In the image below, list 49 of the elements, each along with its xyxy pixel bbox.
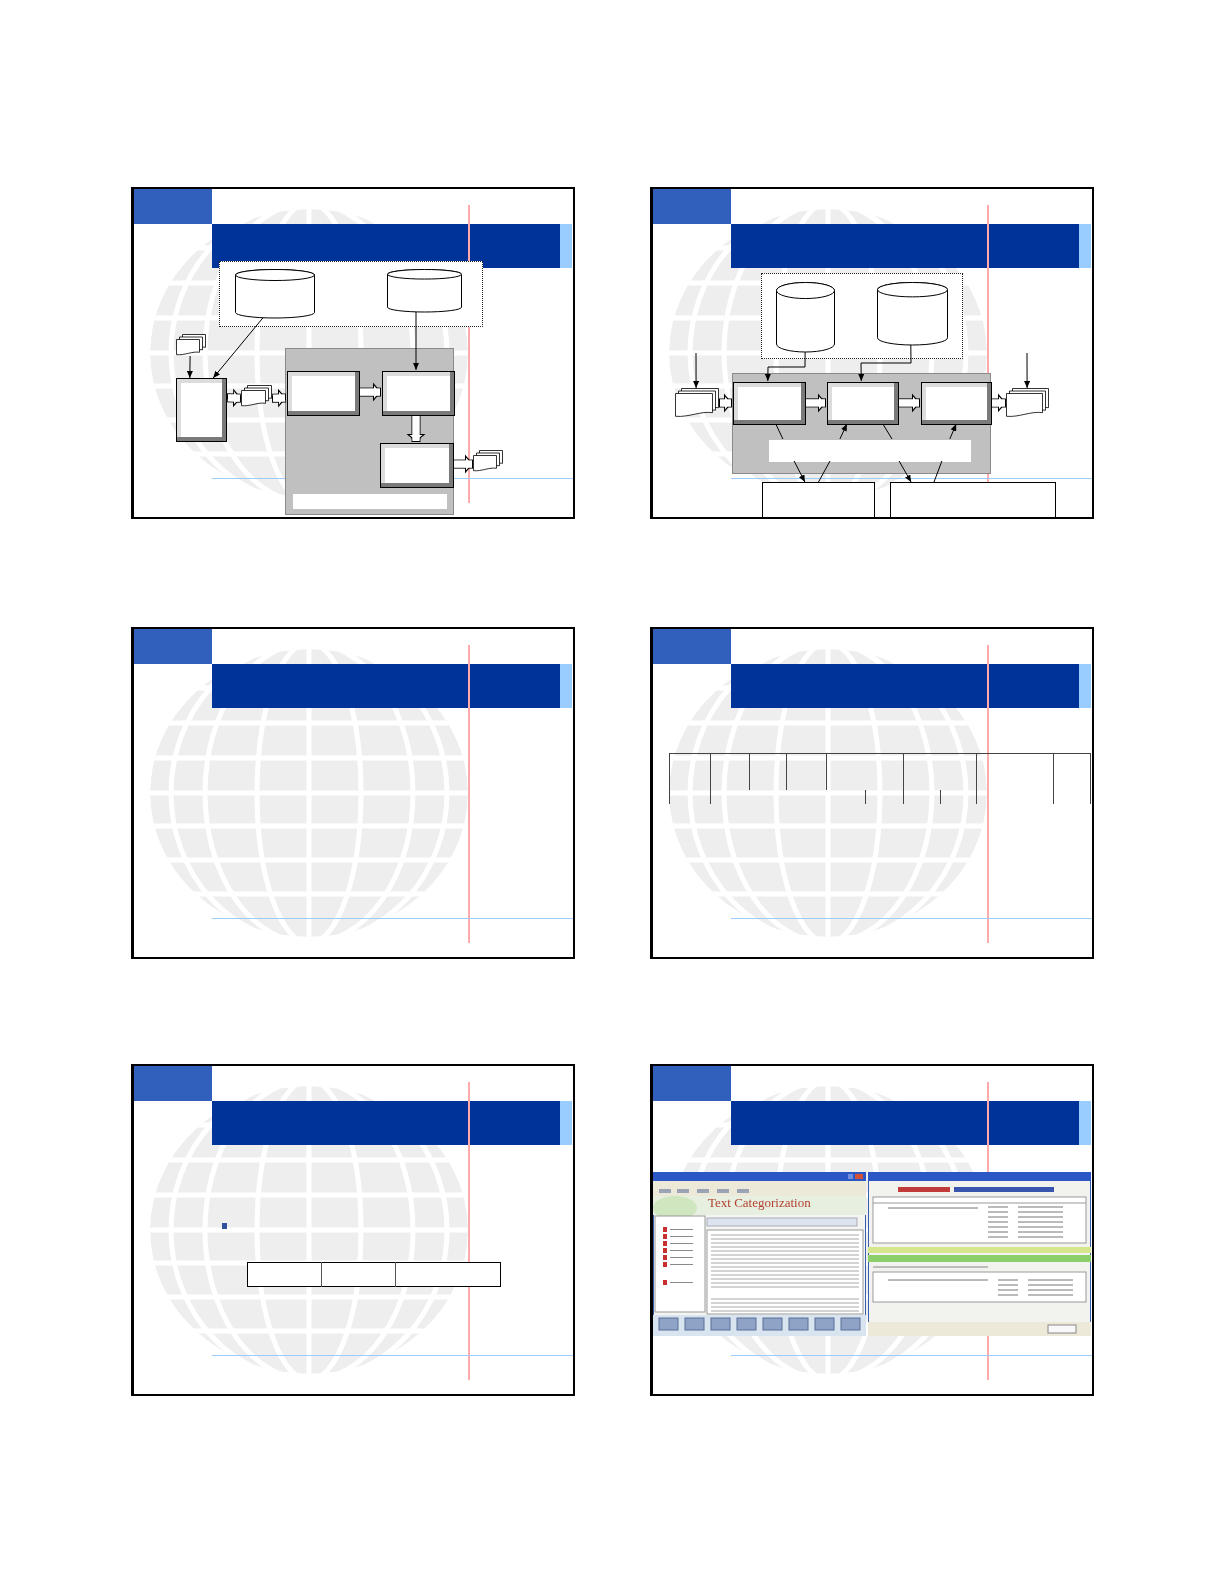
database-cylinder [877, 282, 948, 346]
block-arrow [406, 415, 426, 442]
arrow [898, 460, 912, 483]
arrow [764, 351, 806, 382]
document-stack-icon [675, 388, 719, 418]
block-arrow [898, 393, 920, 413]
arrow [858, 344, 912, 382]
note-box [890, 482, 1056, 517]
document-stack-icon [241, 385, 272, 407]
connector-line [818, 460, 831, 483]
arrow [212, 317, 264, 379]
arrow [186, 355, 193, 379]
note-box [762, 482, 875, 517]
database-cylinder [776, 282, 835, 353]
dotted-group-frame [219, 261, 483, 327]
block-arrow [453, 454, 473, 474]
connector-line [775, 423, 784, 440]
database-cylinder [235, 269, 315, 319]
block-arrow [805, 393, 826, 413]
document-stack-icon [473, 450, 503, 472]
block-arrow [718, 393, 733, 413]
document-stack-icon [176, 334, 206, 356]
dotted-group-frame [761, 273, 963, 359]
blank-bar [293, 494, 447, 509]
process-box [733, 382, 806, 425]
process-box [827, 382, 899, 425]
arrow [793, 460, 806, 483]
blank-bar [769, 440, 971, 462]
arrow [949, 423, 957, 440]
process-box [287, 371, 360, 416]
process-box [380, 443, 454, 488]
arrow [693, 352, 700, 389]
block-arrow [359, 382, 381, 402]
group-panel [732, 373, 991, 474]
connector-line [933, 460, 943, 483]
document-stack-icon [1006, 388, 1049, 418]
block-arrow [990, 393, 1007, 413]
process-box [382, 371, 455, 416]
process-box [176, 378, 227, 442]
arrow [839, 423, 848, 440]
database-cylinder [387, 269, 462, 313]
connector-line [882, 423, 893, 440]
arrow [413, 311, 419, 371]
group-panel [285, 348, 454, 515]
process-box [921, 382, 992, 425]
block-arrow [271, 388, 287, 408]
block-arrow [226, 388, 242, 408]
heading-text: Text Categorization [708, 1196, 812, 1210]
arrow [1024, 352, 1031, 389]
